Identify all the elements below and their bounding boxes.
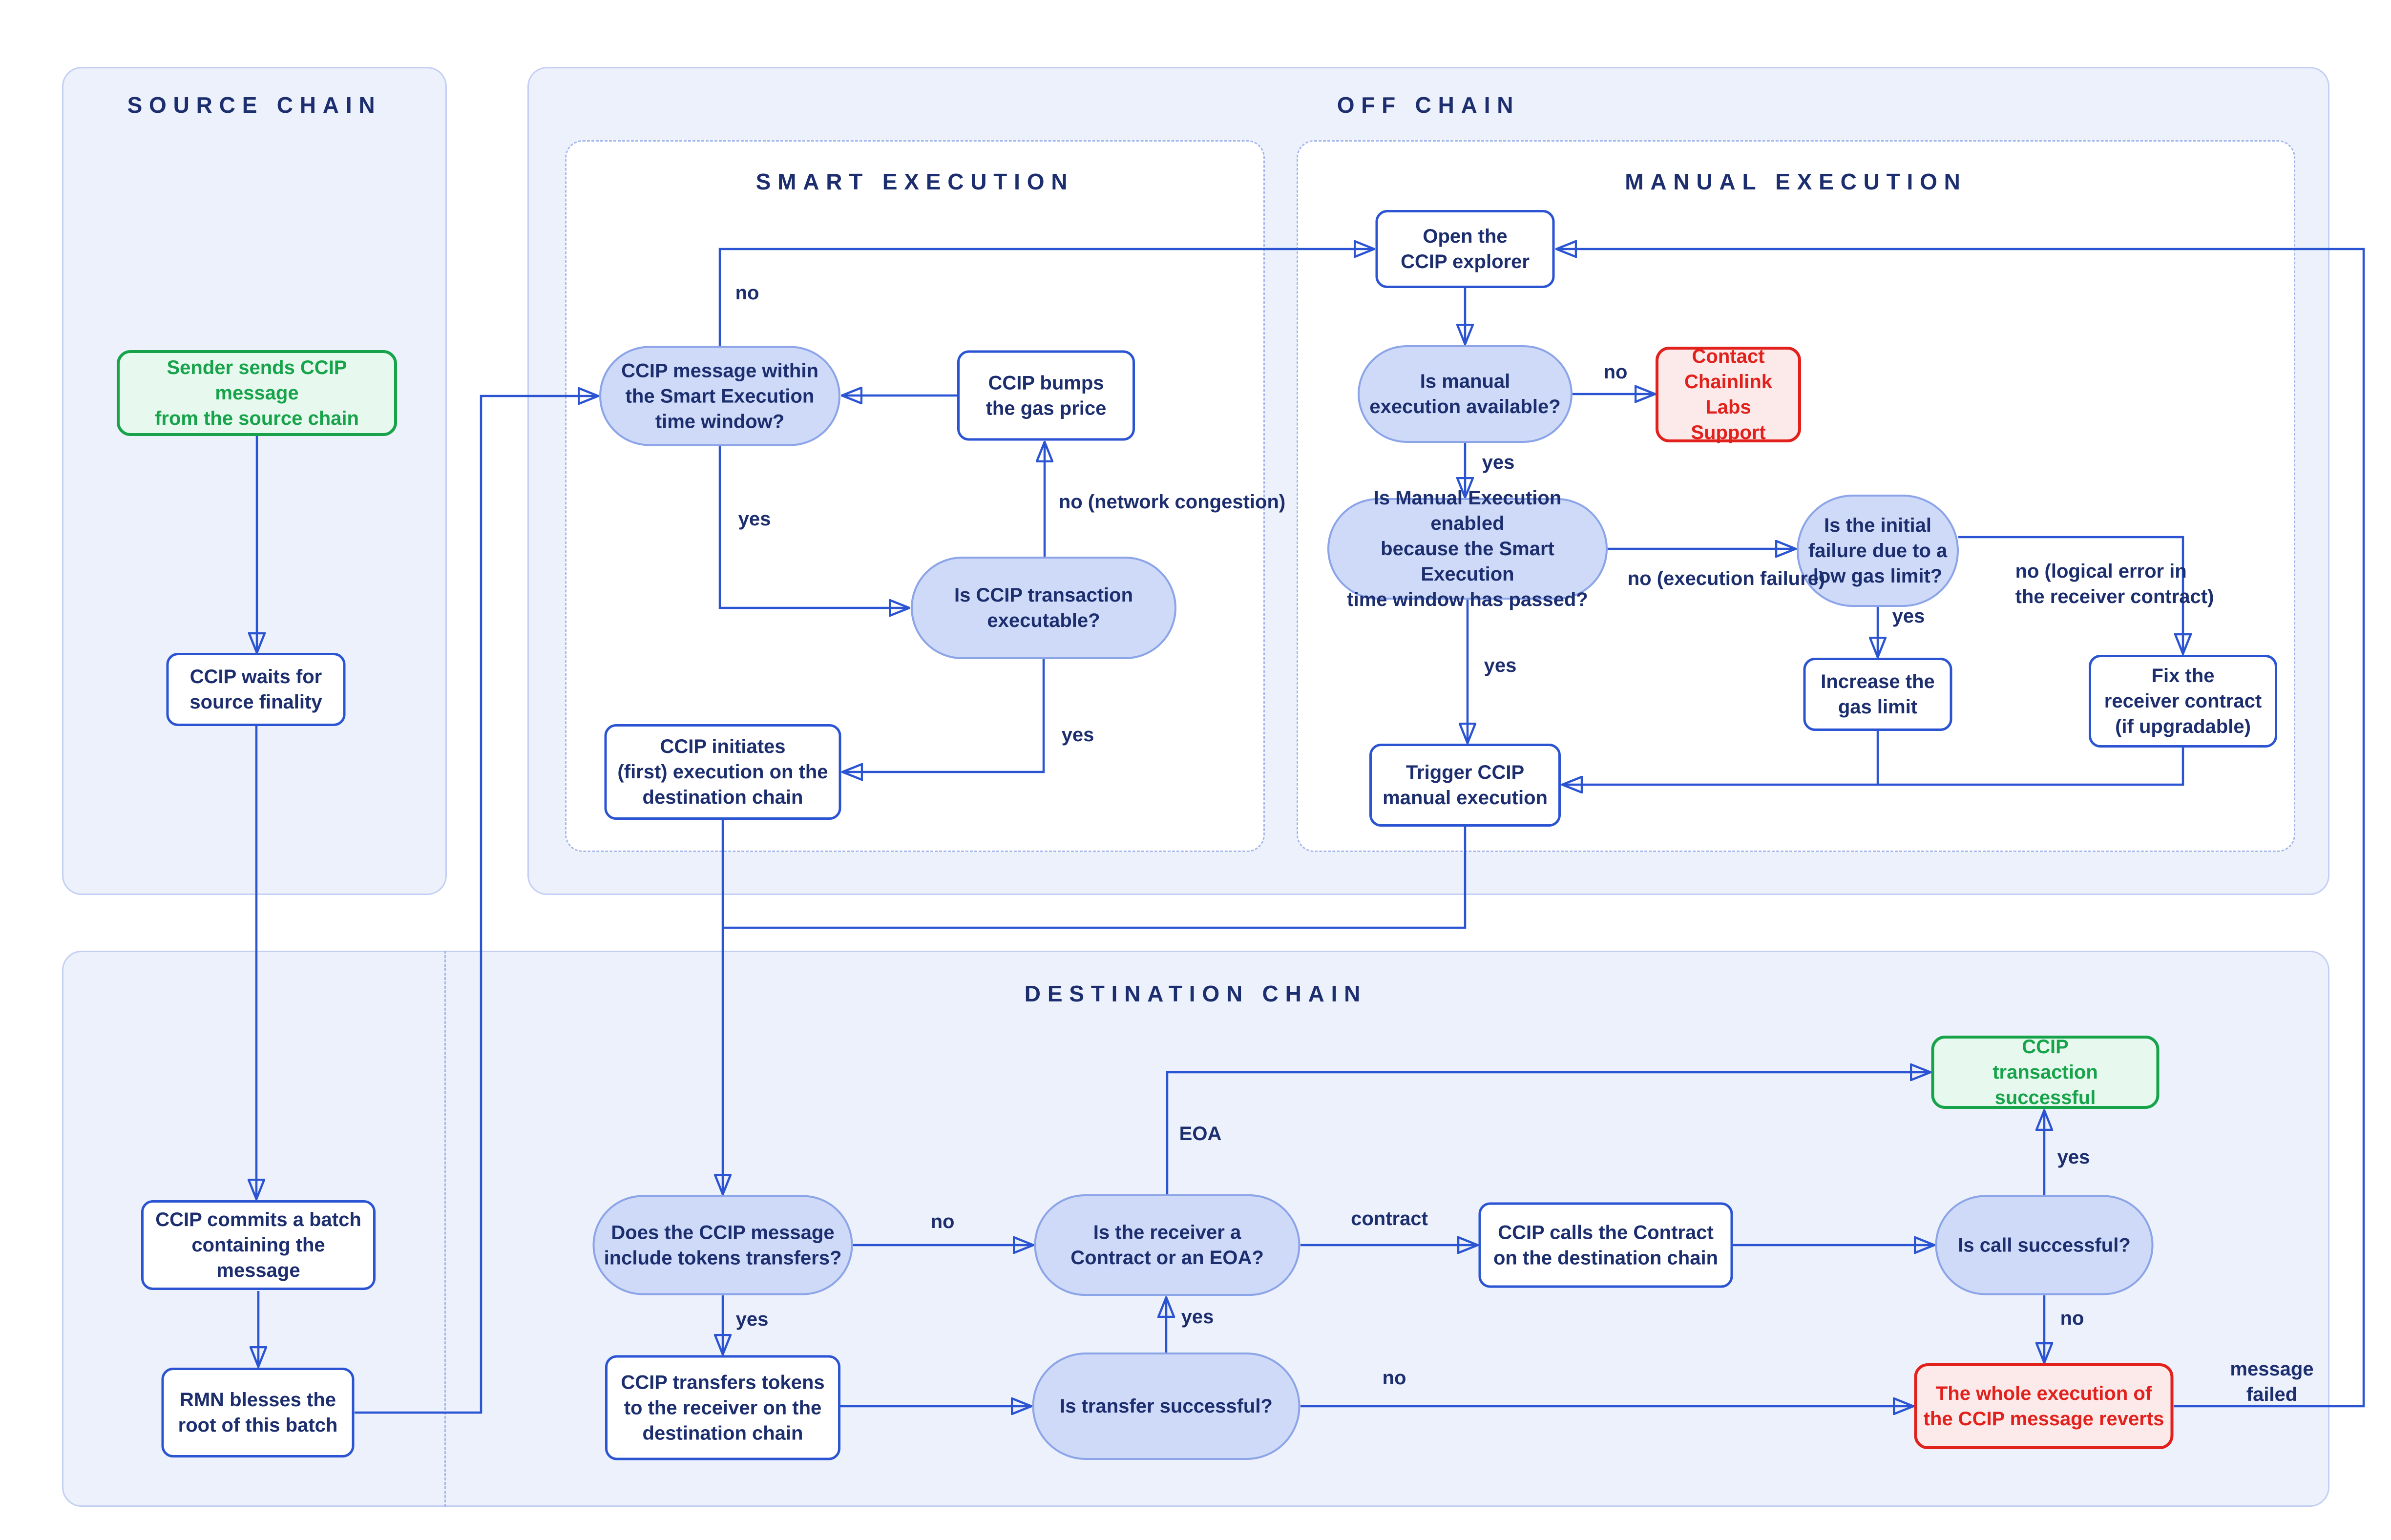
edge-label-call-no: no — [2060, 1308, 2084, 1329]
node-contact-chainlink-support: Contact Chainlink Labs Support — [1656, 346, 1801, 443]
edge-label-logical-error: no (logical error in the receiver contra… — [2015, 561, 2214, 607]
node-trigger-manual-execution: Trigger CCIP manual execution — [1369, 744, 1561, 827]
edge-gaslimit-no-to-fix — [1958, 536, 2183, 651]
edge-label-tokens-no: no — [930, 1211, 955, 1232]
edge-executable-yes-to-initiates — [845, 659, 1045, 772]
node-ccip-waits-finality: CCIP waits for source finality — [166, 653, 346, 726]
edge-label-call-yes: yes — [2057, 1146, 2090, 1168]
edge-label-transfer-no: no — [1382, 1367, 1406, 1389]
node-open-ccip-explorer: Open the CCIP explorer — [1375, 210, 1555, 288]
edge-receiver-eoa-to-success — [1166, 1072, 1928, 1194]
edge-label-contract: contract — [1351, 1208, 1428, 1229]
decision-includes-token-transfers: Does the CCIP message include tokens tra… — [592, 1195, 853, 1295]
decision-low-gas-limit: Is the initial failure due to a low gas … — [1797, 495, 1959, 607]
node-increase-gas-limit: Increase the gas limit — [1803, 658, 1952, 731]
node-sender-sends-message: Sender sends CCIP message from the sourc… — [117, 350, 397, 436]
edge-window-yes-to-executable — [718, 446, 906, 608]
edge-label-execution-failure: no (execution failure) — [1627, 568, 1825, 589]
title-off-chain: OFF CHAIN — [1337, 92, 1520, 118]
decision-manual-execution-enabled: Is Manual Execution enabled because the … — [1327, 487, 1608, 610]
edge-label-transfer-yes: yes — [1181, 1306, 1214, 1328]
edge-label-network-congestion: no (network congestion) — [1058, 491, 1286, 513]
edge-label-smart-no: no — [735, 282, 759, 304]
edge-label-message-failed: message failed — [2230, 1358, 2314, 1405]
edge-label-enabled-yes: yes — [1484, 655, 1517, 676]
edge-label-smart-yes: yes — [738, 508, 771, 530]
edge-reverts-message-failed-to-explorer — [1559, 249, 2365, 1408]
edge-label-tokens-yes: yes — [735, 1309, 769, 1330]
node-ccip-transfers-tokens: CCIP transfers tokens to the receiver on… — [605, 1355, 840, 1460]
edge-fix-to-trigger — [1565, 748, 2184, 785]
node-execution-reverts: The whole execution of the CCIP message … — [1914, 1363, 2174, 1449]
title-source-chain: SOURCE CHAIN — [127, 92, 382, 118]
decision-transfer-successful: Is transfer successful? — [1032, 1353, 1300, 1460]
edge-label-gas-yes: yes — [1892, 605, 1925, 627]
edge-label-available-no: no — [1603, 361, 1628, 383]
node-fix-receiver-contract: Fix the receiver contract (if upgradable… — [2089, 655, 2277, 748]
node-transaction-successful: CCIP transaction successful — [1931, 1036, 2160, 1109]
edge-label-available-yes: yes — [1482, 452, 1515, 473]
title-manual-execution: MANUAL EXECUTION — [1625, 169, 1967, 194]
edge-label-executable-yes: yes — [1061, 724, 1094, 746]
node-ccip-bumps-gas-price: CCIP bumps the gas price — [957, 350, 1135, 441]
node-ccip-commits-batch: CCIP commits a batch containing the mess… — [141, 1200, 376, 1290]
node-rmn-blesses-root: RMN blesses the root of this batch — [161, 1368, 355, 1457]
decision-smart-execution-window: CCIP message within the Smart Execution … — [599, 346, 840, 446]
edge-label-eoa: EOA — [1179, 1123, 1222, 1145]
edge-rmn-to-smart-window — [355, 396, 595, 1414]
title-smart-execution: SMART EXECUTION — [755, 169, 1074, 194]
edge-trigger-to-junction — [723, 827, 1467, 929]
title-destination-chain: DESTINATION CHAIN — [1024, 981, 1367, 1006]
decision-call-successful: Is call successful? — [1935, 1195, 2154, 1295]
node-ccip-calls-contract: CCIP calls the Contract on the destinati… — [1478, 1202, 1733, 1288]
decision-manual-execution-available: Is manual execution available? — [1358, 345, 1573, 443]
destination-panel-divider — [444, 951, 446, 1507]
decision-transaction-executable: Is CCIP transaction executable? — [911, 557, 1176, 659]
panel-source-chain — [62, 67, 447, 895]
node-ccip-initiates-execution: CCIP initiates (first) execution on the … — [604, 724, 841, 820]
decision-receiver-contract-or-eoa: Is the receiver a Contract or an EOA? — [1034, 1194, 1300, 1296]
edge-window-no-to-explorer — [718, 249, 1371, 346]
